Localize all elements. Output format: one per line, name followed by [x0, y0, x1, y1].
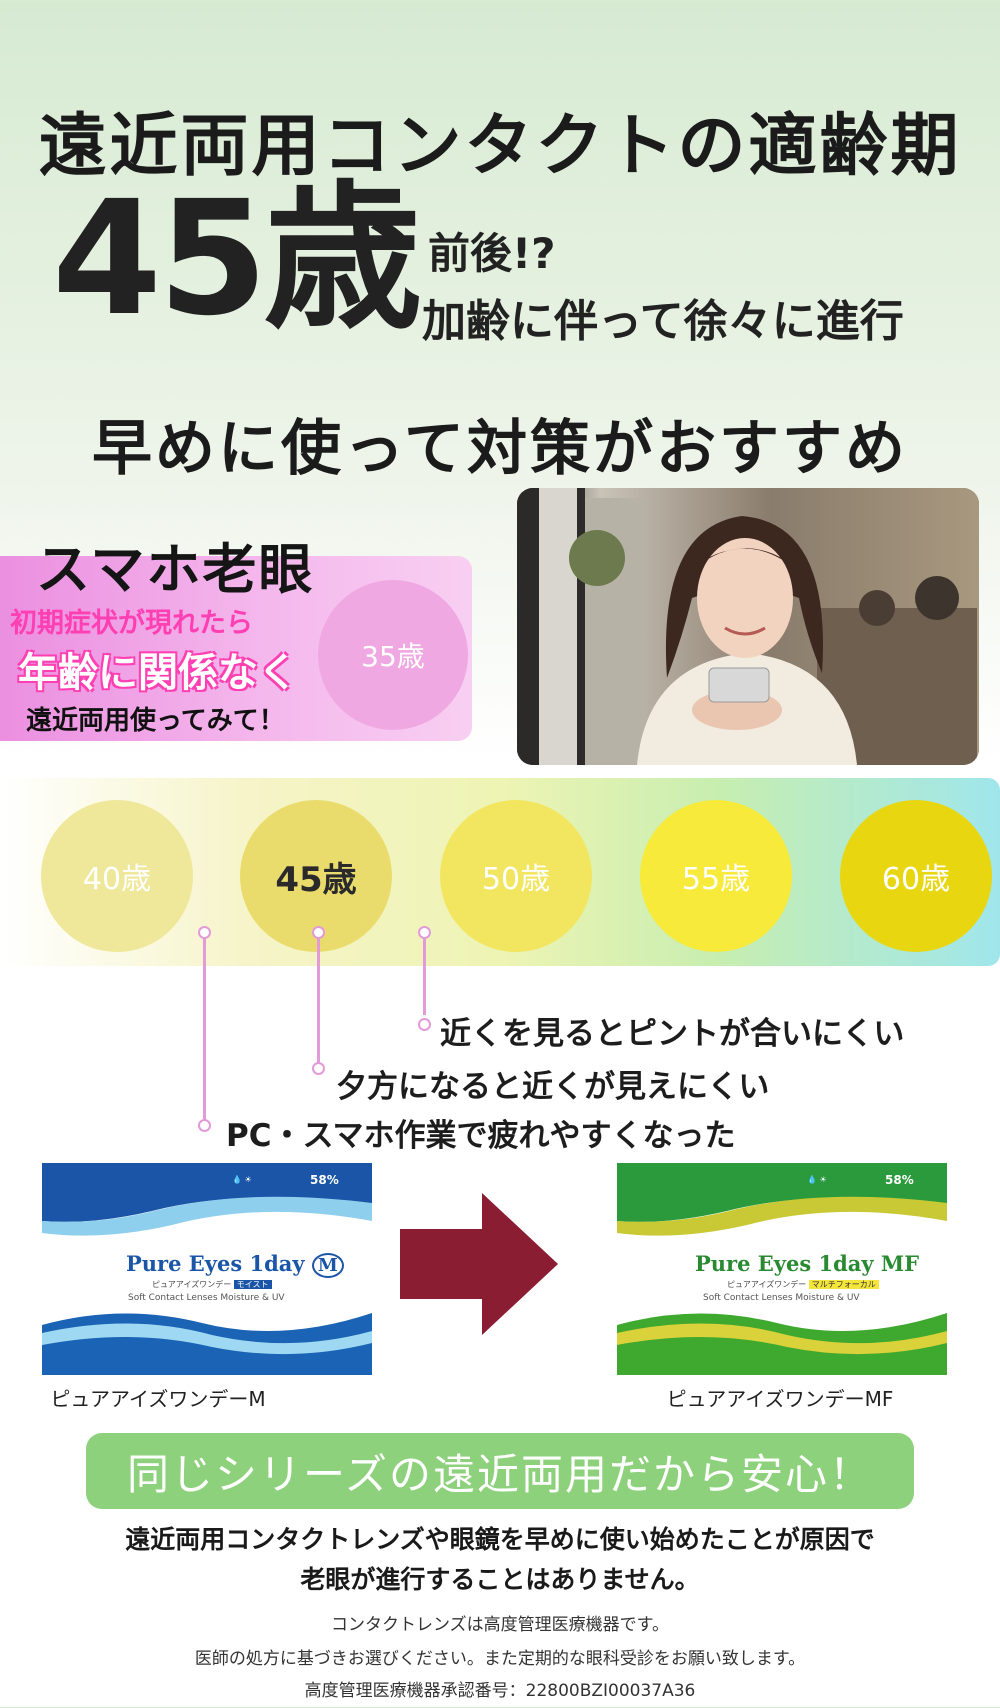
- regardless-of-age-text: 年齢に関係なく: [18, 650, 298, 696]
- product-tag-mf: マルチフォーカル: [808, 1280, 879, 1289]
- symptom-evening: 夕方になると近くが見えにくい: [336, 1069, 770, 1105]
- product-katakana-m: ピュアアイズワンデー モイスト: [152, 1279, 272, 1290]
- connector-line: [317, 937, 320, 1067]
- smartphone-presbyopia-title: スマホ老眼: [36, 538, 315, 601]
- note-text: 遠近両用コンタクトレンズや眼鏡を早めに使い始めたことが原因で 老眼が進行すること…: [0, 1520, 1000, 1600]
- woman-smartphone-photo: [517, 488, 979, 765]
- footer-line-1: コンタクトレンズは高度管理医療機器です。: [331, 1615, 669, 1635]
- connector-dot: [312, 1062, 325, 1075]
- age-sub-progress: 加齢に伴って徐々に進行: [422, 296, 904, 347]
- drop-icon: 💧 ☀: [807, 1175, 827, 1184]
- age-circle-40: 40歳: [41, 800, 193, 952]
- early-symptom-text: 初期症状が現れたら: [10, 608, 253, 639]
- big-age: 45歳: [52, 167, 422, 351]
- age-circle-label: 50歳: [481, 862, 551, 897]
- note-line-1: 遠近両用コンタクトレンズや眼鏡を早めに使い始めたことが原因で: [125, 1525, 875, 1554]
- product-katakana-mf: ピュアアイズワンデー マルチフォーカル: [727, 1279, 879, 1290]
- age-circle-55: 55歳: [640, 800, 792, 952]
- drop-icon: 💧 ☀: [232, 1175, 252, 1184]
- symptom-pc-fatigue: PC・スマホ作業で疲れやすくなった: [226, 1118, 736, 1154]
- katakana-text: ピュアアイズワンデー: [727, 1280, 807, 1289]
- product-card-m: 💧 ☀ 58% Pure Eyes 1day M ピュアアイズワンデー モイスト…: [42, 1163, 372, 1375]
- footer-approval-number: 高度管理医療機器承認番号：22800BZI00037A36: [304, 1681, 696, 1701]
- brand-suffix-m: M: [311, 1253, 344, 1278]
- arrow-right-icon: [400, 1193, 558, 1335]
- product-card-mf: 💧 ☀ 58% Pure Eyes 1day MF ピュアアイズワンデー マルチ…: [617, 1163, 947, 1375]
- product-subtitle-m: Soft Contact Lenses Moisture & UV: [128, 1293, 285, 1303]
- headline: 遠近両用コンタクトの適齢期: [38, 106, 962, 186]
- age-circle-label: 55歳: [681, 862, 751, 897]
- age-circle-label: 60歳: [881, 862, 951, 897]
- connector-line: [423, 937, 426, 1015]
- try-multifocal-text: 遠近両用使ってみて！: [26, 706, 285, 736]
- note-line-2: 老眼が進行することはありません。: [300, 1565, 700, 1594]
- product-subtitle-mf: Soft Contact Lenses Moisture & UV: [703, 1293, 860, 1303]
- same-series-banner: 同じシリーズの遠近両用だから安心！: [86, 1433, 914, 1509]
- product-brand-text: Pure Eyes 1day: [126, 1251, 305, 1276]
- symptom-near-focus: 近くを見るとピントが合いにくい: [440, 1016, 905, 1052]
- age-circle-label: 40歳: [82, 862, 152, 897]
- connector-dot: [418, 1018, 431, 1031]
- product-brand-m: Pure Eyes 1day M: [126, 1251, 344, 1278]
- connector-line: [203, 937, 206, 1120]
- footer-line-2: 医師の処方に基づきお選びください。また定期的な眼科受診をお願い致します。: [194, 1649, 806, 1669]
- connector-dot: [198, 1119, 211, 1132]
- water-content-badge: 58%: [310, 1173, 339, 1187]
- product-label-m: ピュアアイズワンデーM: [50, 1387, 266, 1411]
- age-circle-60: 60歳: [840, 800, 992, 952]
- age-circle-50: 50歳: [440, 800, 592, 952]
- katakana-text: ピュアアイズワンデー: [152, 1280, 232, 1289]
- age-circle-35: 35歳: [318, 580, 468, 730]
- product-label-mf: ピュアアイズワンデーMF: [666, 1387, 894, 1411]
- water-content-badge: 58%: [885, 1173, 914, 1187]
- subheadline: 早めに使って対策がおすすめ: [92, 414, 908, 484]
- product-brand-mf: Pure Eyes 1day MF: [695, 1251, 920, 1276]
- age-sub-around: 前後!?: [428, 229, 556, 278]
- age-circle-label: 45歳: [275, 859, 357, 900]
- product-tag-m: モイスト: [233, 1280, 272, 1289]
